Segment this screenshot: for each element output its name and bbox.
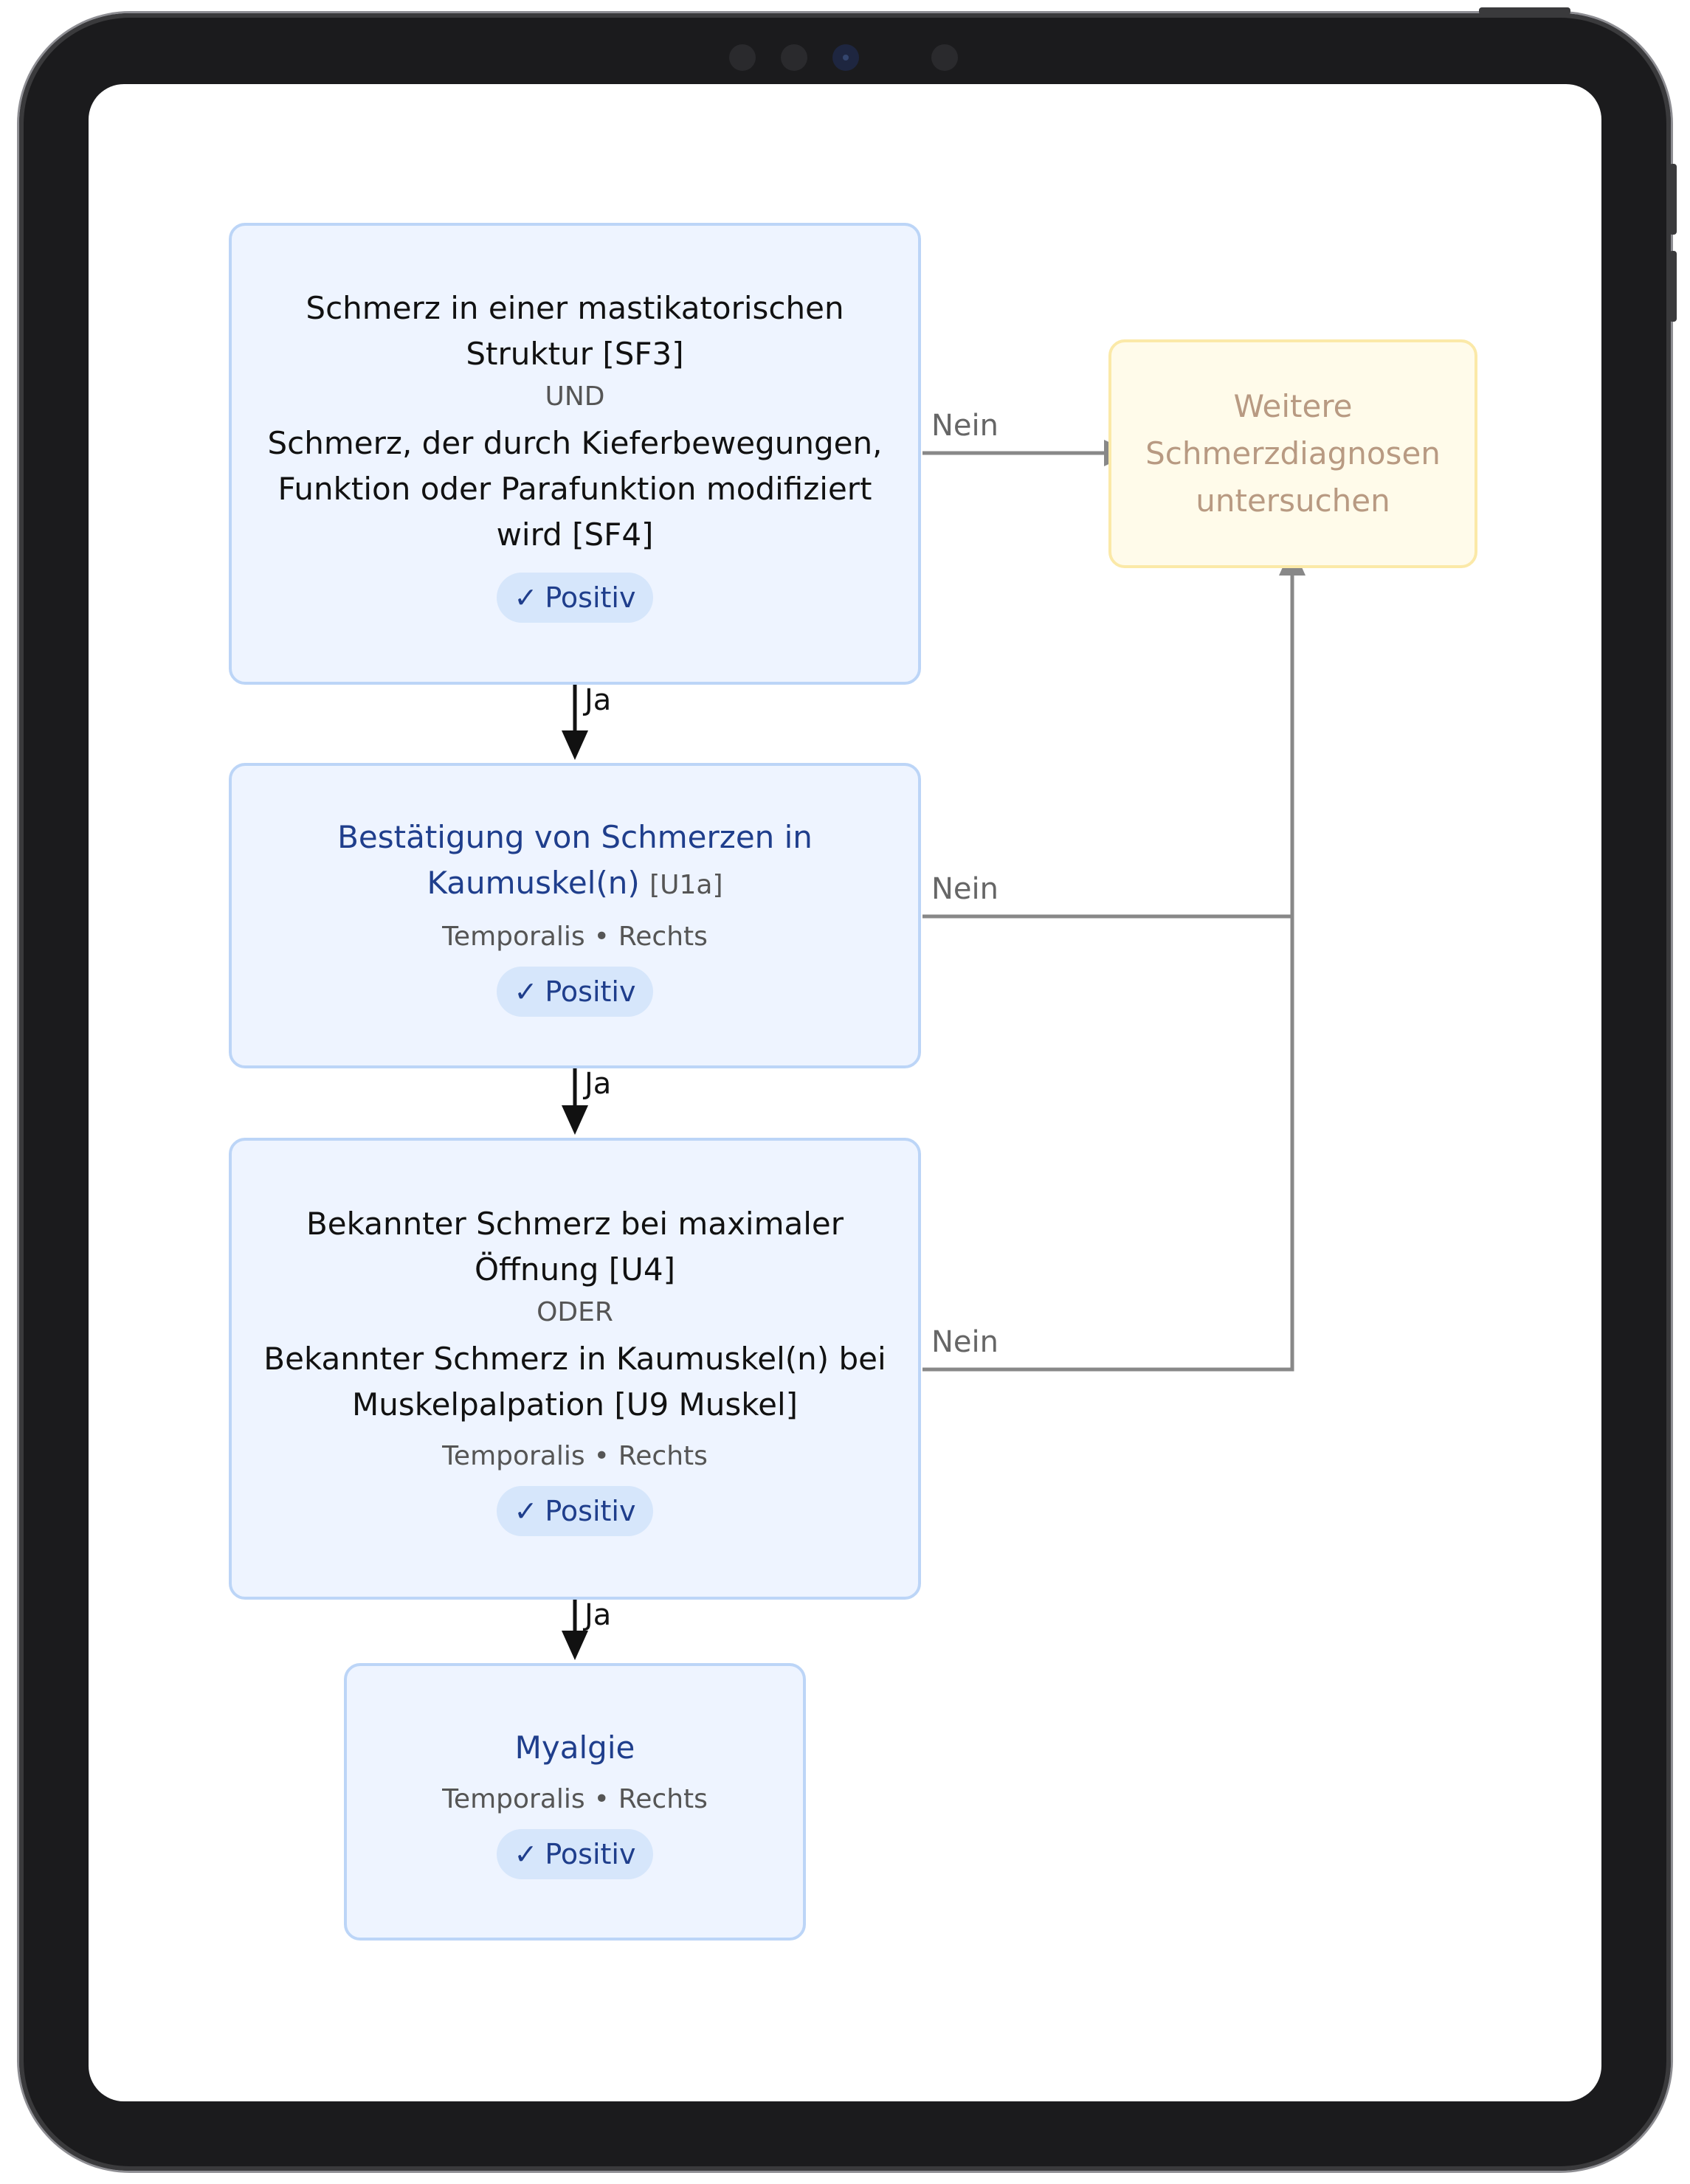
logic-operator-oder: ODER (537, 1297, 613, 1327)
edge-label-ja: Ja (584, 1598, 612, 1632)
node-text: Muskelpalpation [U9 Muskel] (352, 1386, 798, 1423)
node-sf3-sf4: Schmerz in einer mastikatorischen Strukt… (229, 223, 921, 685)
volume-down-button (1669, 251, 1677, 322)
node-u1a: Bestätigung von Schmerzen in Kaumuskel(n… (229, 763, 921, 1068)
node-meta: Temporalis • Rechts (442, 1441, 708, 1471)
side-label: Rechts (618, 1783, 708, 1814)
checkmark-icon: ✓ (514, 581, 538, 614)
badge-label: Positiv (545, 1837, 636, 1870)
node-text: Öffnung [U4] (474, 1251, 676, 1288)
edge-u1a-to-other (922, 546, 1306, 919)
edge-label-nein: Nein (931, 1325, 999, 1359)
badge-label: Positiv (545, 581, 636, 614)
node-text: Schmerz, der durch Kieferbewegungen, (267, 424, 883, 461)
positive-badge: ✓ Positiv (496, 1486, 654, 1536)
node-text: untersuchen (1196, 483, 1390, 519)
separator: • (593, 1441, 610, 1471)
edge-sf-to-other (922, 440, 1132, 466)
node-text: Bekannter Schmerz in Kaumuskel(n) bei (263, 1341, 886, 1377)
volume-up-button (1669, 164, 1677, 235)
logic-operator-und: UND (545, 381, 605, 412)
checkmark-icon: ✓ (514, 1495, 538, 1527)
edge-u1a-to-u4 (562, 1068, 588, 1135)
node-text: Weitere (1233, 388, 1353, 424)
node-title: Bestätigung von Schmerzen in (337, 819, 813, 855)
node-text: Bekannter Schmerz bei maximaler (306, 1206, 844, 1242)
edge-u4-to-other (922, 916, 1294, 1372)
sensor-icon (781, 44, 807, 71)
node-text: Funktion oder Parafunktion modifiziert (277, 470, 872, 507)
node-text: Schmerzdiagnosen (1145, 435, 1441, 471)
sensor-icon (931, 44, 958, 71)
node-text: Schmerz in einer mastikatorischen (306, 289, 844, 326)
separator: • (593, 922, 610, 952)
node-text: Struktur [SF3] (466, 335, 684, 372)
checkmark-icon: ✓ (514, 1837, 538, 1870)
node-meta: Temporalis • Rechts (442, 1784, 708, 1814)
reference-code: [U1a] (649, 870, 723, 900)
edge-label-ja: Ja (584, 1067, 612, 1101)
separator: • (593, 1783, 610, 1814)
badge-label: Positiv (545, 975, 636, 1008)
diagnosis-title: Myalgie (514, 1729, 635, 1766)
node-text: wird [SF4] (496, 516, 654, 553)
node-title-line: Kaumuskel(n) [U1a] (427, 860, 722, 908)
node-myalgie: Myalgie Temporalis • Rechts ✓ Positiv (344, 1663, 806, 1941)
app-screen: Schmerz in einer mastikatorischen Strukt… (89, 84, 1601, 2101)
muscle-label: Temporalis (442, 922, 585, 952)
top-button (1479, 7, 1570, 15)
positive-badge: ✓ Positiv (496, 572, 654, 623)
edge-label-nein: Nein (931, 409, 999, 443)
checkmark-icon: ✓ (514, 975, 538, 1008)
node-u4-u9: Bekannter Schmerz bei maximaler Öffnung … (229, 1138, 921, 1600)
positive-badge: ✓ Positiv (496, 967, 654, 1017)
positive-badge: ✓ Positiv (496, 1828, 654, 1879)
node-meta: Temporalis • Rechts (442, 922, 708, 952)
node-title: Kaumuskel(n) (427, 865, 640, 901)
side-label: Rechts (618, 1441, 708, 1471)
camera-icon (832, 44, 859, 71)
edge-u4-to-myalgie (562, 1600, 588, 1660)
node-other-diagnoses: Weitere Schmerzdiagnosen untersuchen (1108, 339, 1477, 568)
badge-label: Positiv (545, 1495, 636, 1527)
muscle-label: Temporalis (442, 1783, 585, 1814)
edge-label-nein: Nein (931, 872, 999, 906)
muscle-label: Temporalis (442, 1441, 585, 1471)
sensor-icon (729, 44, 756, 71)
edge-label-ja: Ja (584, 683, 612, 717)
side-label: Rechts (618, 922, 708, 952)
edge-sf-to-u1a (562, 685, 588, 760)
